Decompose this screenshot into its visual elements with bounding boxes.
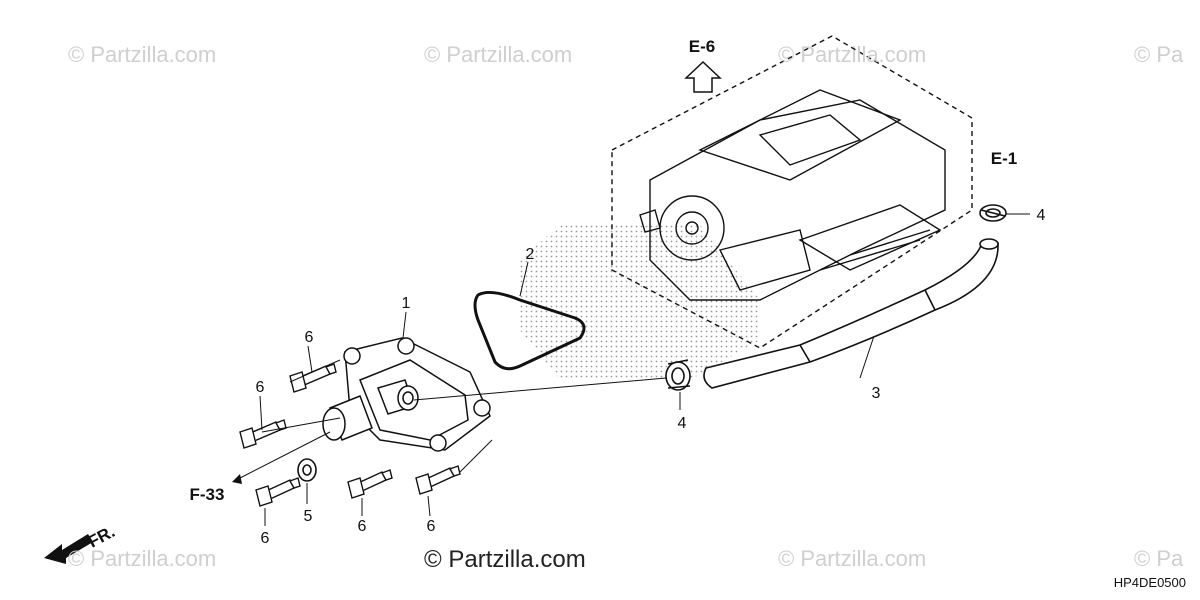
diagram-code: HP4DE0500: [1113, 575, 1186, 590]
ref-e1: E-1: [991, 149, 1017, 168]
callout-hose-clamp-lower: 4: [678, 415, 687, 432]
bolt-lower-left: [255, 477, 301, 507]
watermark: © Partzilla.com: [68, 546, 217, 571]
water-hose: [703, 238, 999, 389]
callout-water-pump-cover: 1: [402, 295, 411, 312]
callout-bolt-lower-right: 6: [427, 518, 436, 535]
leader-lines: [239, 213, 1030, 526]
bolt-left: [239, 419, 287, 449]
washer: [297, 458, 317, 482]
ref-e6: E-6: [689, 37, 715, 56]
water-pump-cover: [322, 337, 491, 452]
hose-clamp-lower: [665, 359, 691, 391]
watermark: © Pa: [1134, 42, 1184, 67]
fr-arrow-icon: [44, 534, 93, 564]
main-watermark: © Partzilla.com: [424, 546, 586, 573]
callout-hose-clamp-upper: 4: [1037, 207, 1046, 224]
callout-bolt-lower-left: 6: [261, 530, 270, 547]
stipple-shadow: [520, 225, 760, 380]
e6-arrow: [684, 60, 722, 93]
callout-bolt-upper: 6: [305, 329, 314, 346]
watermark: © Partzilla.com: [778, 42, 927, 67]
bolt-lower-right: [415, 465, 461, 495]
bolt-upper: [289, 363, 337, 393]
engine-case: [611, 35, 973, 349]
watermark: © Partzilla.com: [778, 546, 927, 571]
callout-water-hose: 3: [872, 385, 881, 402]
watermark: © Partzilla.com: [68, 42, 217, 67]
hose-clamp-upper: [979, 204, 1007, 222]
callout-gasket: 2: [526, 246, 535, 263]
watermark: © Pa: [1134, 546, 1184, 571]
ref-f33: F-33: [190, 485, 225, 504]
f33-arrowhead: [232, 474, 242, 484]
bolt-lower-middle: [347, 469, 393, 499]
gasket: [473, 290, 586, 371]
watermark: © Partzilla.com: [424, 42, 573, 67]
callout-bolt-left: 6: [256, 379, 265, 396]
callout-bolt-lower-middle: 6: [358, 518, 367, 535]
callout-washer: 5: [304, 508, 313, 525]
